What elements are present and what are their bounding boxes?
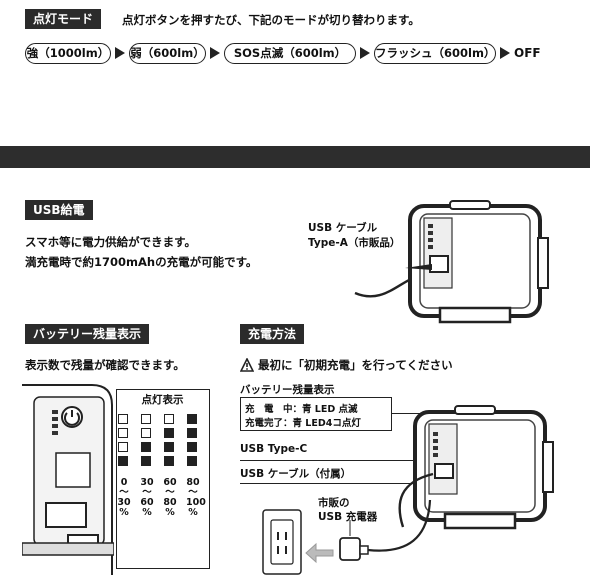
level-led — [141, 414, 151, 424]
usb-cable-type-label: Type-A（市販品） — [308, 237, 401, 249]
mode-strong: 強（1000lm） — [25, 43, 111, 64]
arrow-right-icon — [210, 47, 220, 59]
charging-status-box: 充 電 中：青 LED 点滅 充電完了：青 LED4コ点灯 — [240, 397, 392, 431]
arrow-right-icon — [360, 47, 370, 59]
charger-label-1: 市販の — [318, 497, 350, 509]
leader-line — [240, 483, 416, 484]
level-led — [118, 414, 128, 424]
level-led — [141, 456, 151, 466]
lighting-mode-tag: 点灯モード — [25, 9, 102, 29]
charging-warning: 最初に「初期充電」を行ってください — [258, 358, 453, 372]
usb-cable-label: USB ケーブル — [308, 222, 378, 234]
leader-line — [392, 413, 430, 414]
warning-icon — [239, 357, 255, 372]
level-led — [141, 442, 151, 452]
usb-type-c-label: USB Type-C — [240, 443, 308, 455]
level-range: 60〜80% — [163, 477, 177, 518]
lighting-mode-description: 点灯ボタンを押すたび、下記のモードが切り替わります。 — [122, 13, 420, 27]
section-divider-bar — [0, 146, 590, 168]
mode-flash: フラッシュ（600lm） — [374, 43, 496, 64]
charging-tag: 充電方法 — [240, 324, 305, 344]
level-led — [164, 428, 174, 438]
mode-off: OFF — [514, 46, 541, 60]
battery-tag: バッテリー残量表示 — [25, 324, 150, 344]
arrow-right-icon — [500, 47, 510, 59]
leader-line — [240, 460, 436, 461]
level-led — [118, 442, 128, 452]
level-led — [187, 456, 197, 466]
level-led — [187, 428, 197, 438]
battery-line1: 表示数で残量が確認できます。 — [25, 358, 185, 372]
level-led — [141, 428, 151, 438]
battery-level-table: 点灯表示 — [116, 389, 210, 569]
level-led — [164, 442, 174, 452]
level-led — [187, 414, 197, 424]
level-range: 0〜30% — [117, 477, 131, 518]
level-range: 30〜60% — [140, 477, 154, 518]
mode-sos: SOS点滅（600lm） — [224, 43, 356, 64]
usb-power-line2: 満充電時で約1700mAhの充電が可能です。 — [25, 255, 258, 269]
battery-level-table-header: 点灯表示 — [141, 394, 184, 406]
level-range: 80〜100% — [186, 477, 206, 518]
outlet-charger-illustration — [262, 499, 432, 575]
level-led — [187, 442, 197, 452]
charging-device-illustration — [398, 405, 554, 530]
usb-power-line1: スマホ等に電力供給ができます。 — [25, 235, 197, 249]
charging-in-progress: 充 電 中：青 LED 点滅 — [245, 404, 358, 415]
mode-weak: 弱（600lm） — [129, 43, 206, 64]
charging-battery-label: バッテリー残量表示 — [240, 384, 335, 396]
arrow-right-icon — [115, 47, 125, 59]
charger-label-2: USB 充電器 — [318, 511, 378, 523]
usb-cable-included-label: USB ケーブル（付属） — [240, 468, 352, 480]
level-led — [118, 456, 128, 466]
level-led — [164, 414, 174, 424]
battery-device-closeup — [22, 384, 114, 575]
level-led — [118, 428, 128, 438]
usb-power-tag: USB給電 — [25, 200, 93, 220]
usb-power-device-illustration — [354, 200, 549, 324]
charging-complete: 充電完了：青 LED4コ点灯 — [245, 418, 361, 429]
level-led — [164, 456, 174, 466]
